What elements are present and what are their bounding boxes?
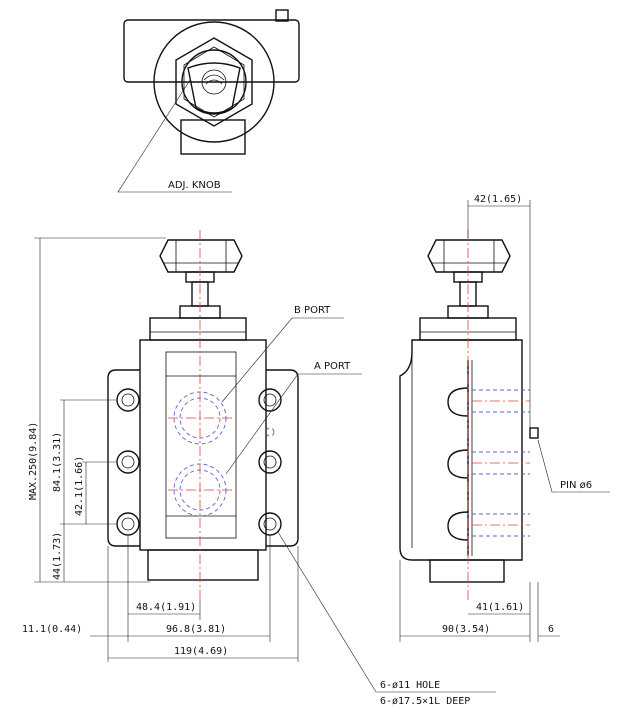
deep-spec: 6-ø17.5×1L DEEP <box>380 696 470 707</box>
top-view: ADJ. KNOB <box>117 9 300 193</box>
hole-spec: 6-ø11 HOLE <box>380 680 440 691</box>
dim-side-6: 6 <box>548 624 554 635</box>
dim-side-42: 42(1.65) <box>474 194 522 205</box>
dim-height-84: 84.1(3.31) <box>52 432 63 492</box>
dim-height-42: 42.1(1.66) <box>74 456 85 516</box>
side-view: PIN ø6 <box>399 230 610 600</box>
mounting-holes-right <box>258 388 282 536</box>
pin-label: PIN ø6 <box>560 480 592 491</box>
dim-width-96: 96.8(3.81) <box>166 624 226 635</box>
dim-side-41: 41(1.61) <box>476 602 524 613</box>
dimension-text: MAX.250(9.84) 84.1(3.31) 42.1(1.66) 44(1… <box>22 194 554 707</box>
dimension-lines <box>34 200 560 693</box>
dim-width-48: 48.4(1.91) <box>136 602 196 613</box>
a-port-label: A PORT <box>314 361 351 372</box>
dim-overall-height: MAX.250(9.84) <box>28 422 39 500</box>
front-view: B PORT A PORT <box>107 230 362 600</box>
b-port-label: B PORT <box>294 305 331 316</box>
dim-width-119: 119(4.69) <box>174 646 228 657</box>
dim-offset-11: 11.1(0.44) <box>22 624 82 635</box>
mounting-holes-left <box>116 388 140 536</box>
adj-knob-label: ADJ. KNOB <box>168 180 221 191</box>
dim-side-90: 90(3.54) <box>442 624 490 635</box>
dim-height-44: 44(1.73) <box>52 532 63 580</box>
